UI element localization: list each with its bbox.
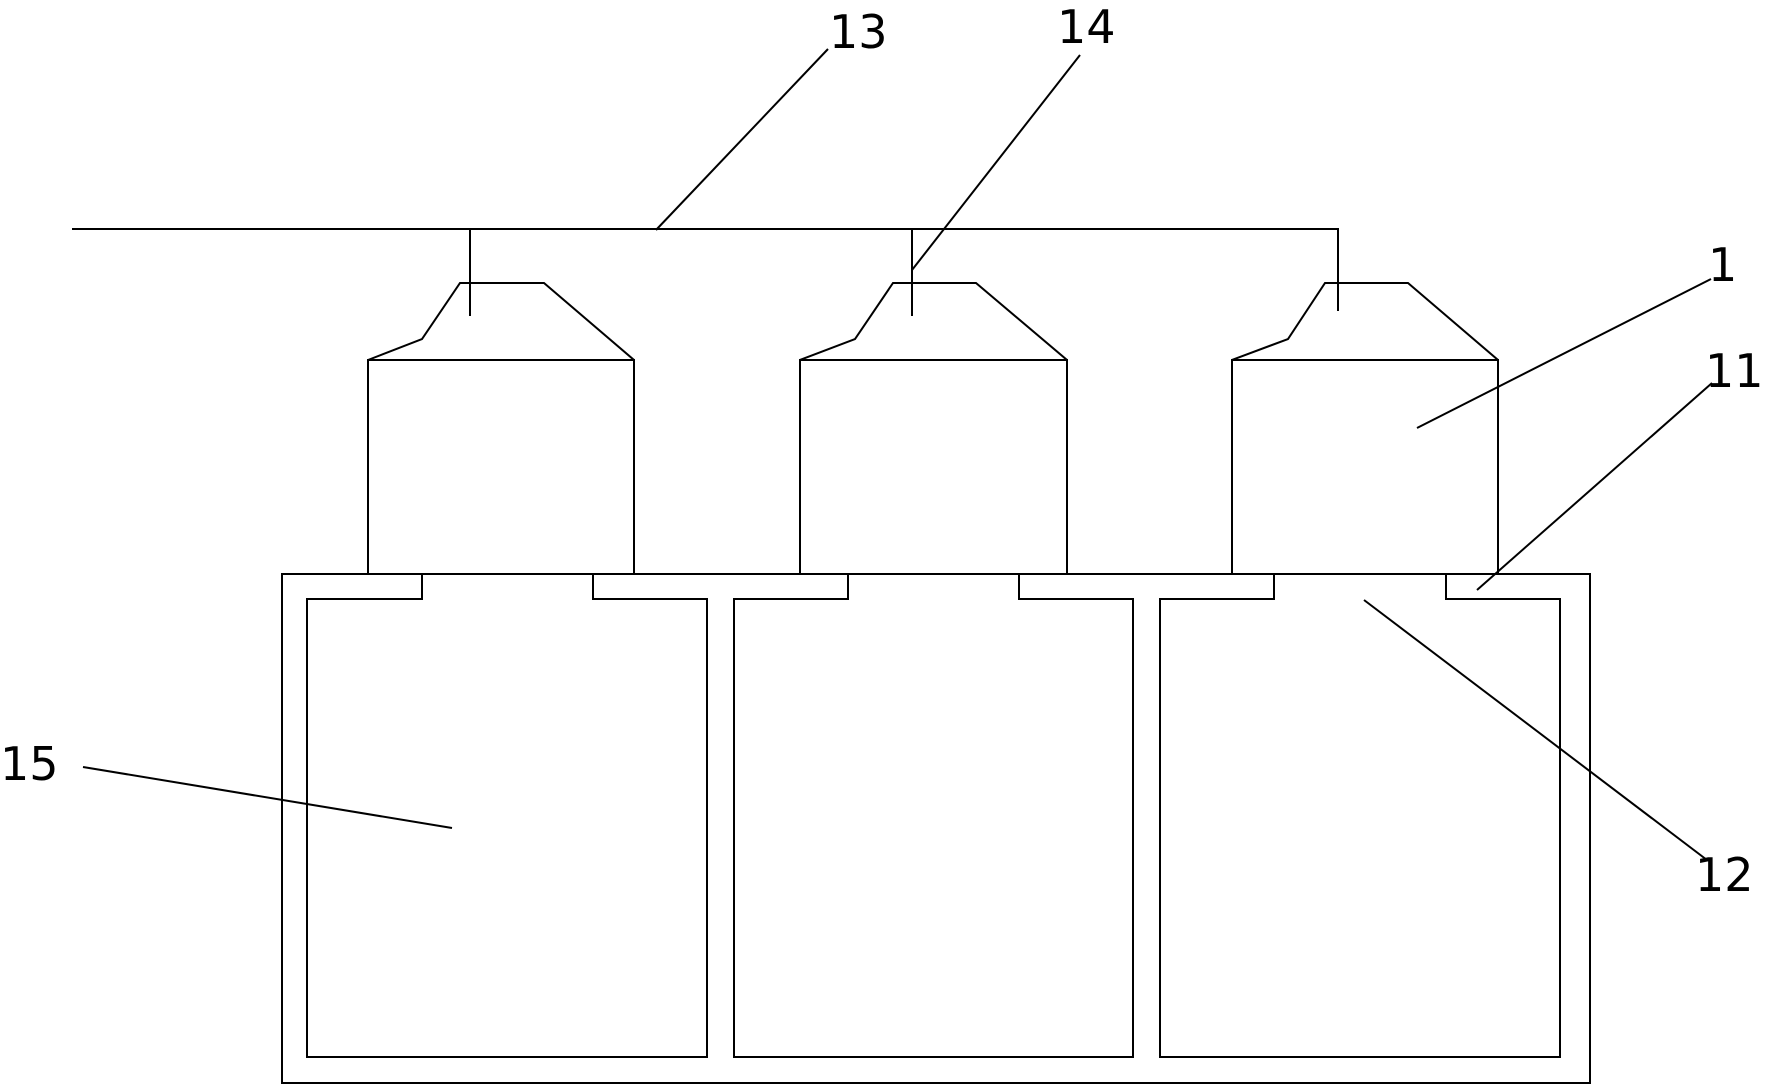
base-tank (281, 573, 1591, 1084)
header-pipe (72, 228, 1339, 311)
tank-outer-wall (281, 573, 1591, 1084)
label-14: 14 (1057, 0, 1116, 54)
compartment-1 (306, 573, 708, 1058)
unit-1 (367, 282, 635, 574)
label-11: 11 (1705, 344, 1764, 398)
leader-1 (1416, 278, 1712, 429)
compartment-3 (1159, 573, 1561, 1058)
branch-pipes (469, 228, 913, 316)
callout-labels: 13 14 1 11 15 12 (0, 0, 1764, 902)
unit-2 (799, 282, 1068, 574)
compartment-2 (733, 573, 1134, 1058)
leader-lines (82, 48, 1713, 861)
leader-13 (655, 48, 829, 231)
label-1: 1 (1708, 238, 1737, 292)
leader-15 (82, 766, 453, 829)
label-12: 12 (1695, 848, 1754, 902)
leader-11 (1476, 382, 1713, 591)
label-13: 13 (829, 5, 888, 59)
unit-3 (1231, 282, 1499, 574)
leader-14 (911, 54, 1081, 271)
leader-12 (1363, 599, 1708, 861)
label-15: 15 (0, 737, 59, 791)
